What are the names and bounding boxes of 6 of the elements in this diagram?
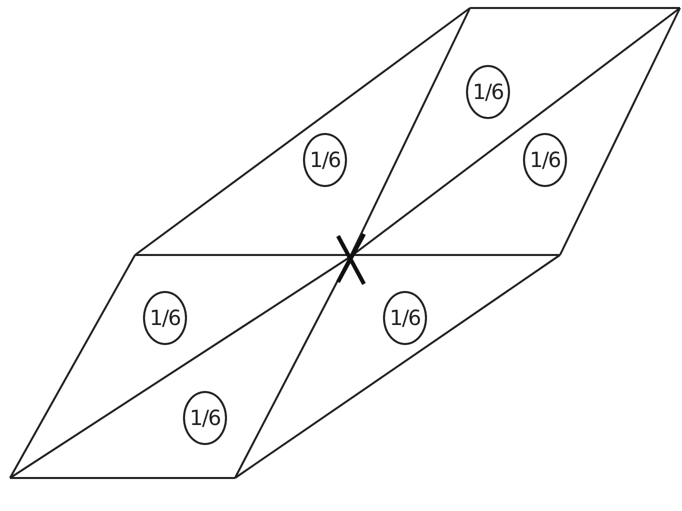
fraction-circle: 1/6	[466, 65, 510, 119]
fraction-circle: 1/6	[523, 133, 567, 187]
fraction-circle: 1/6	[183, 391, 227, 445]
fraction-circle: 1/6	[383, 291, 427, 345]
fraction-circle: 1/6	[303, 133, 347, 187]
fraction-circle: 1/6	[143, 291, 187, 345]
